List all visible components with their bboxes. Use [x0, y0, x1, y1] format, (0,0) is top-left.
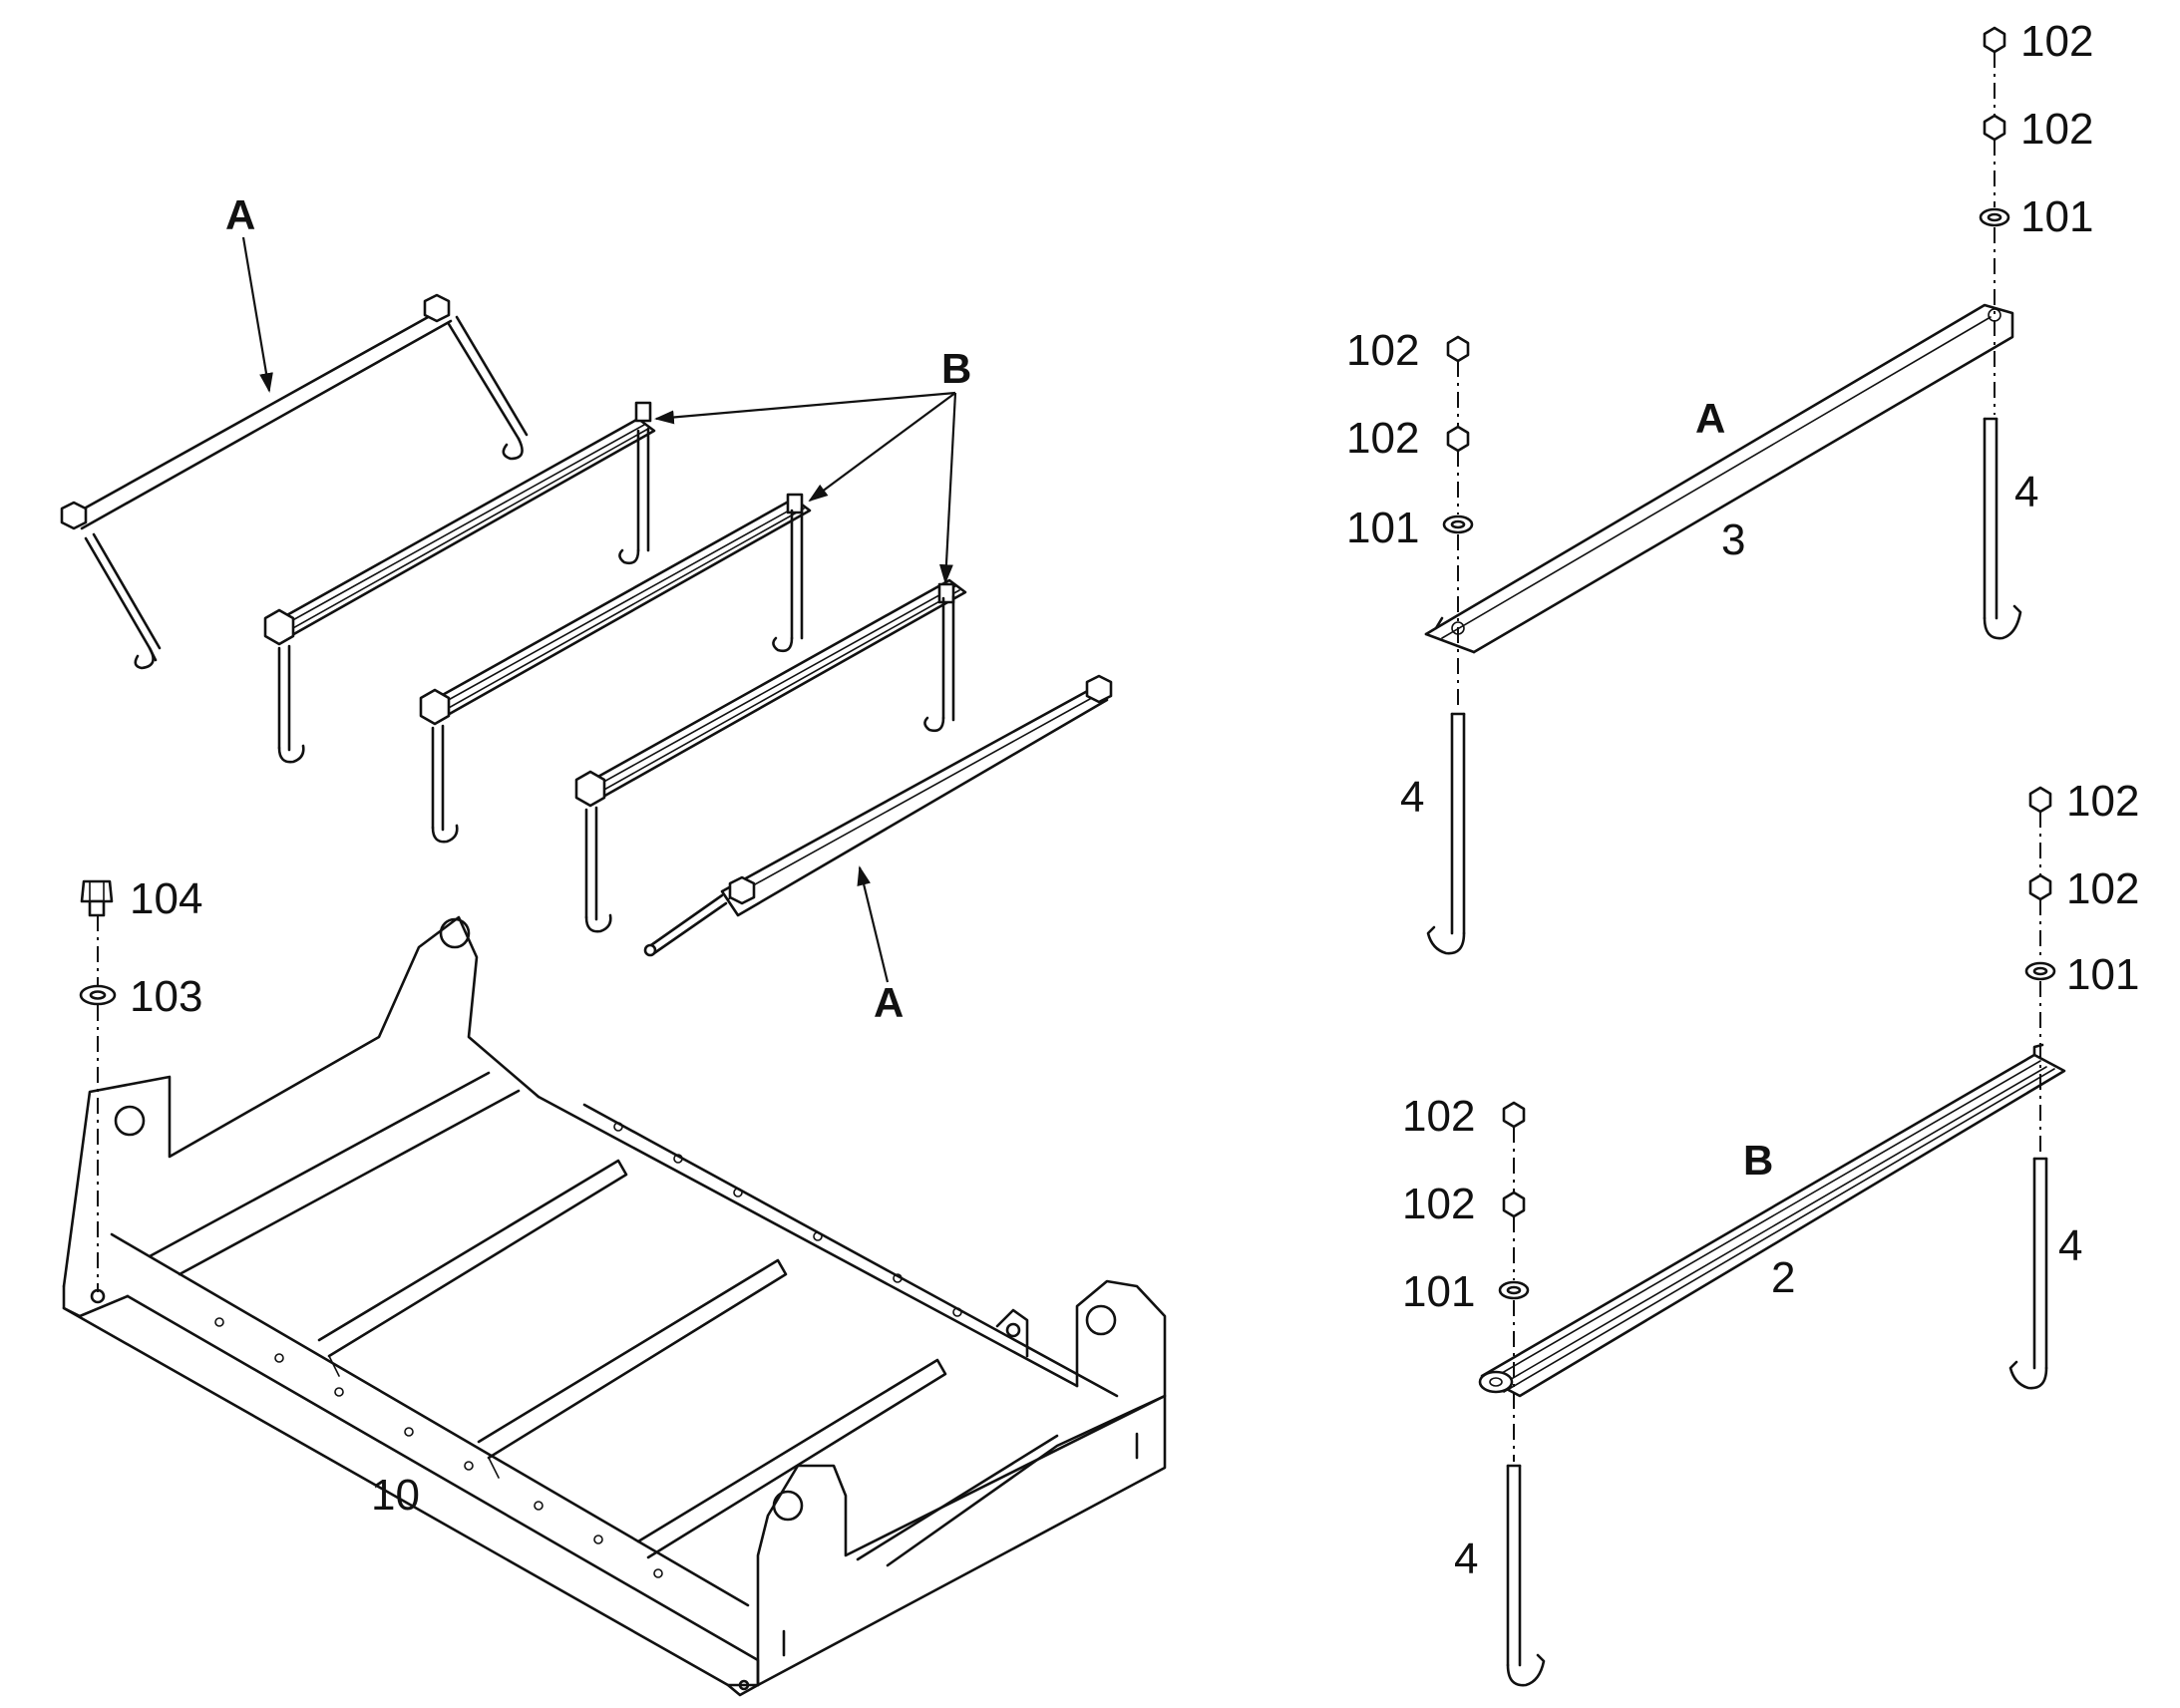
nut-icon — [1502, 1101, 1526, 1129]
label-b: B — [941, 345, 971, 392]
label-a-upper: A — [225, 191, 255, 238]
label-detail-a: A — [1695, 395, 1725, 442]
label-102: 102 — [1402, 1180, 1475, 1228]
label-3: 3 — [1721, 515, 1745, 564]
rod-a-lower — [643, 674, 1113, 957]
base-frame — [62, 915, 1167, 1697]
label-101: 101 — [1346, 504, 1419, 552]
label-4: 4 — [1454, 1535, 1478, 1583]
rod-a-upper — [60, 293, 529, 670]
label-4: 4 — [1400, 773, 1424, 822]
label-102: 102 — [2066, 777, 2139, 826]
label-101: 101 — [2066, 950, 2139, 999]
label-101: 101 — [2020, 192, 2093, 241]
detail-b — [1478, 786, 2066, 1687]
label-103: 103 — [130, 972, 202, 1021]
nut-icon — [1446, 425, 1470, 453]
label-4: 4 — [2014, 468, 2038, 516]
label-4: 4 — [2058, 1221, 2082, 1270]
leader-arrows — [241, 236, 957, 983]
label-101: 101 — [1402, 1267, 1475, 1316]
label-104: 104 — [130, 874, 202, 923]
nut-icon — [1446, 335, 1470, 363]
label-10: 10 — [371, 1471, 420, 1520]
nut-icon — [1983, 114, 2006, 142]
nut-icon — [2028, 786, 2052, 814]
nut-icon — [1502, 1191, 1526, 1218]
bolt-104 — [80, 879, 114, 917]
rail-b3 — [574, 578, 967, 933]
label-a-lower: A — [874, 979, 904, 1026]
label-102: 102 — [1402, 1092, 1475, 1141]
label-102: 102 — [2020, 17, 2093, 66]
washer-103 — [79, 984, 117, 1006]
detail-a — [1424, 26, 2022, 955]
label-detail-b: B — [1743, 1137, 1773, 1184]
label-102: 102 — [2020, 105, 2093, 154]
nut-icon — [1983, 26, 2006, 54]
rail-b1 — [263, 401, 656, 764]
label-102: 102 — [1346, 326, 1419, 375]
rail-b2 — [419, 493, 812, 844]
label-102: 102 — [1346, 414, 1419, 463]
nut-icon — [2028, 873, 2052, 901]
label-2: 2 — [1771, 1253, 1795, 1302]
label-102: 102 — [2066, 864, 2139, 913]
